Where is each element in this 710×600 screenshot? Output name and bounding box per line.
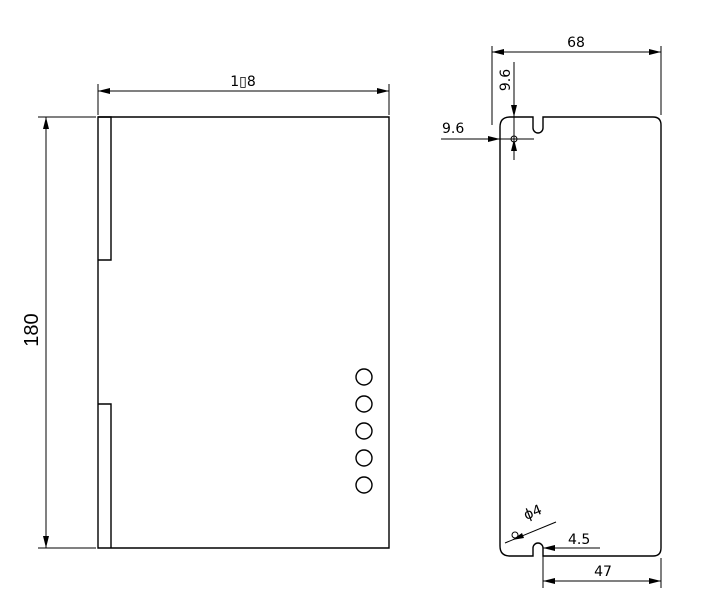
bottom-span-dimension: 47 <box>542 556 662 588</box>
arrowhead <box>649 49 661 55</box>
lower-flange <box>98 403 112 548</box>
side-body-outline <box>499 116 662 557</box>
arrowhead <box>98 88 110 94</box>
left-offset-label: 9.6 <box>442 121 464 137</box>
arrowhead <box>511 139 517 151</box>
bottom-hole-offset-dimension: 4.5 <box>543 532 600 551</box>
front-view: 1▯8 180 <box>21 74 390 549</box>
arrowhead <box>512 533 524 540</box>
indicator-circle <box>355 395 373 413</box>
arrowhead <box>649 578 661 584</box>
indicator-circle <box>355 476 373 494</box>
arrowhead <box>43 536 49 548</box>
hole-diameter-callout: ϕ4 <box>504 502 557 544</box>
top-offset-label: 9.6 <box>498 69 514 91</box>
arrowhead <box>543 578 555 584</box>
arrowhead <box>488 136 500 142</box>
arrowhead <box>543 545 555 551</box>
front-height-label: 180 <box>21 313 43 346</box>
arrowhead <box>492 49 504 55</box>
indicator-circle <box>355 422 373 440</box>
indicator-circle <box>355 449 373 467</box>
arrowhead <box>511 105 517 117</box>
upper-flange <box>98 116 112 261</box>
side-width-dimension: 68 <box>491 35 662 125</box>
side-view: 68 9.6 9.6 ϕ4 4.5 <box>441 35 662 588</box>
hole-diameter-label: ϕ4 <box>522 502 545 524</box>
indicator-circle <box>355 368 373 386</box>
front-width-dimension: 1▯8 <box>97 74 390 115</box>
arrowhead <box>377 88 389 94</box>
front-height-dimension: 180 <box>21 116 96 549</box>
front-width-label: 1▯8 <box>230 74 256 90</box>
left-offset-dimension: 9.6 <box>441 121 510 142</box>
front-body-outline <box>97 116 390 549</box>
top-offset-dimension: 9.6 <box>498 62 534 160</box>
side-width-label: 68 <box>567 35 585 51</box>
indicator-lights <box>355 368 373 494</box>
bottom-span-label: 47 <box>594 564 612 580</box>
bottom-hole-offset-label: 4.5 <box>568 532 590 548</box>
arrowhead <box>43 117 49 129</box>
